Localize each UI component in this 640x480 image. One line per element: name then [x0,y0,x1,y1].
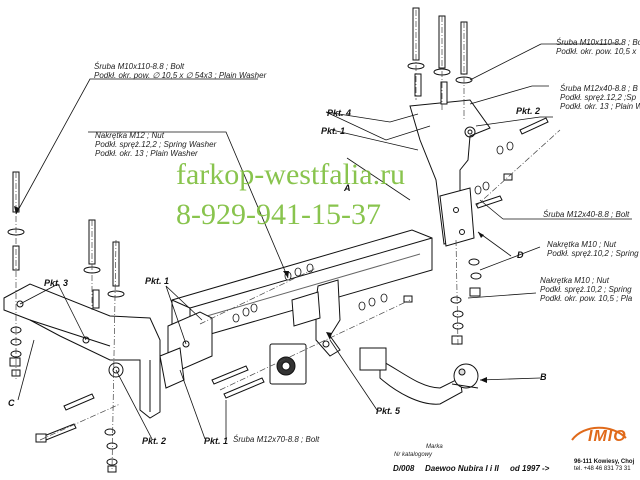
note-line: Podkł. okr. 13 ; Plain W [560,102,640,111]
note-line: Podkł. spręż.12,2 ; Spring Washer [95,140,217,149]
note-nut-m12: Nakrętka M12 ; Nut Podkł. spręż.12,2 ; S… [95,131,216,158]
note-line: Podkł. spręż.12,2 ;Sp [560,93,637,102]
note-nut-m10-a: Nakrętka M10 ; Nut Podkł. spręż.10,2 ; S… [547,240,639,258]
brand-label: Marka [426,444,443,450]
note-line: Podkł. okr. 13 ; Plain Washer [95,149,198,158]
note-line: Śruba M12x40-8.8 ; B [560,84,638,93]
socket-plate [269,343,307,385]
note-line: Śruba M10x110-8.8 ; Bo [556,38,640,47]
logo-mark [571,426,627,441]
part-label-pkt1: Pkt. 1 [204,436,229,446]
catalog-number-label: Nr katalogowy [394,452,433,458]
note-bolt-m12x70: Śruba M12x70-8.8 ; Bolt [233,435,319,444]
horizontal-bolts [43,117,549,441]
note-line: Podkł. okr. pow. ∅ 10,5 x ∅ 54x3 ; Plain… [94,71,267,80]
note-bolt-m12x40-top: Śruba M12x40-8.8 ; B Podkł. spręż.12,2 ;… [560,84,640,111]
note-bolt-m10x110-right: Śruba M10x110-8.8 ; Bo Podkł. okr. pow. … [556,38,640,56]
vehicle-model: Daewoo Nubira I i II [425,464,499,473]
note-bolt-m10x110-left: Śruba M10x110-8.8 ; Bolt Podkł. okr. pow… [94,62,266,80]
left-mounting-plate [159,311,213,389]
left-side-bracket [3,283,161,419]
note-line: Nakrętka M10 ; Nut [547,240,616,249]
tow-ball [359,347,479,405]
part-label-pkt1: Pkt. 1 [145,276,170,286]
note-line: Śruba M10x110-8.8 ; Bolt [94,62,185,71]
leader-arrowheads [14,206,487,383]
part-label-pkt2: Pkt. 2 [516,106,541,116]
note-line: Podkł. spręż.10,2 ; Spring [540,285,632,294]
marker-b: B [540,372,547,382]
note-line: Śruba M12x40-8.8 ; Bolt [543,210,630,219]
note-line: Śruba M12x70-8.8 ; Bolt [233,435,320,444]
part-label-pkt3: Pkt. 3 [44,278,69,288]
part-label-pkt5: Pkt. 5 [376,406,401,416]
ball-mount-arm [291,279,341,357]
catalog-number: D/008 [393,464,415,473]
manufacturer-logo: IMIO [588,428,627,445]
note-line: Podkł. okr. pow. 10,5 x [556,47,637,56]
manufacturer-address: 96-111 Kowiesy, Choj tel. +48 46 831 73 … [574,459,634,473]
note-bolt-m12x40-right: Śruba M12x40-8.8 ; Bolt [543,210,629,219]
part-label-pkt4: Pkt. 4 [327,108,352,118]
note-line: Nakrętka M12 ; Nut [95,131,164,140]
marker-a: A [344,183,351,193]
note-line: Podkł. okr. pow. 10,5 ; Pla [540,294,633,303]
right-side-bracket [409,99,491,247]
address-line: 96-111 Kowiesy, Choj [574,459,635,465]
note-line: Nakrętka M10 ; Nut [540,276,609,285]
part-label-pkt1: Pkt. 1 [321,126,346,136]
watermark-site: farkop-westfalia.ru [176,158,406,191]
note-line: Podkł. spręż.10,2 ; Spring [547,249,639,258]
leader-lines [15,43,632,440]
watermark-phone: 8-929-941-15-37 [176,198,381,231]
marker-c: C [8,398,15,408]
note-nut-m10-b: Nakrętka M10 ; Nut Podkł. spręż.10,2 ; S… [540,276,632,303]
address-line: tel. +48 46 831 73 31 [574,466,631,472]
assembly-axes [15,10,561,471]
model-year: od 1997 -> [510,464,550,473]
part-label-pkt2: Pkt. 2 [142,436,167,446]
marker-d: D [517,250,524,260]
exploded-washers [232,141,514,323]
